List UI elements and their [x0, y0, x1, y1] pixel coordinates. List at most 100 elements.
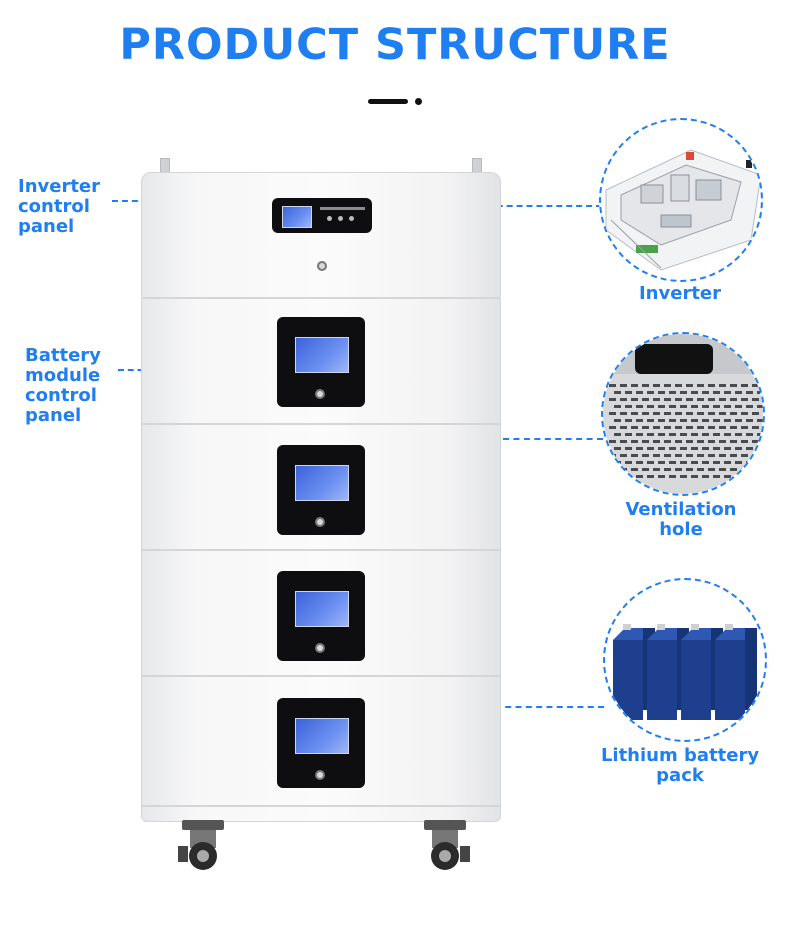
vent-slot [735, 475, 742, 478]
vent-slot [735, 461, 742, 464]
vent-slot [647, 405, 654, 408]
vent-slot [730, 384, 737, 387]
vent-slot [669, 461, 676, 464]
vent-slot [713, 461, 720, 464]
vent-slot [713, 391, 720, 394]
vent-slot [620, 468, 627, 471]
label-inverter-control-panel: Inverter control panel [18, 176, 101, 237]
vent-slot [724, 475, 731, 478]
vent-slot [697, 412, 704, 415]
vent-slot [675, 384, 682, 387]
vent-slot [708, 440, 715, 443]
vent-slot [752, 440, 759, 443]
vent-slot [631, 468, 638, 471]
vent-slot [735, 447, 742, 450]
vent-slot [625, 475, 632, 478]
vent-slot [686, 412, 693, 415]
vent-slot [636, 405, 643, 408]
vent-slot [708, 468, 715, 471]
battery-power-knob-3 [315, 643, 325, 653]
vent-slot [757, 433, 763, 436]
vent-slot [653, 398, 660, 401]
vent-slot [614, 419, 621, 422]
vent-slot [675, 454, 682, 457]
label-battery-module-control-panel: Battery module control panel [25, 345, 101, 426]
caster-wheel-right-icon [424, 820, 470, 870]
ventilation-zoom-circle [601, 332, 765, 496]
vent-slot [642, 468, 649, 471]
vent-slot [691, 447, 698, 450]
vent-slot [620, 384, 627, 387]
vent-slot [664, 454, 671, 457]
vent-slot [719, 412, 726, 415]
vent-slot [642, 412, 649, 415]
battery-control-panel-2 [277, 445, 365, 535]
vent-slot [669, 391, 676, 394]
vent-slot [631, 412, 638, 415]
vent-slot [702, 391, 709, 394]
vent-slot [653, 384, 660, 387]
vent-slot [757, 447, 763, 450]
vent-slot [609, 454, 616, 457]
vent-slot [658, 433, 665, 436]
vent-slot [746, 461, 753, 464]
vent-slot [741, 468, 748, 471]
vent-slot [719, 468, 726, 471]
vent-slot [614, 447, 621, 450]
vent-slot [746, 447, 753, 450]
battery-power-knob-1 [315, 389, 325, 399]
vent-slot [713, 433, 720, 436]
vent-slot [686, 398, 693, 401]
vent-slot [631, 384, 638, 387]
label-lithium-battery-pack: Lithium battery pack [600, 745, 760, 786]
vent-slot [724, 447, 731, 450]
vent-slot [735, 391, 742, 394]
vent-slot [697, 426, 704, 429]
battery-zoom-circle [603, 578, 767, 742]
vent-slot [686, 426, 693, 429]
inverter-lcd [282, 206, 312, 228]
battery-lcd-4 [295, 718, 349, 754]
battery-module-2 [141, 424, 501, 550]
vent-slot [708, 398, 715, 401]
vent-slot [625, 391, 632, 394]
vent-slot [642, 384, 649, 387]
vent-slot [680, 419, 687, 422]
vent-slot [746, 391, 753, 394]
battery-control-panel-3 [277, 571, 365, 661]
leader-ventilation [503, 438, 603, 440]
inverter-power-knob [317, 261, 327, 271]
vent-slot [647, 461, 654, 464]
vent-slot [713, 419, 720, 422]
inverter-control-panel [272, 198, 372, 233]
vent-slot [702, 475, 709, 478]
vent-slot [686, 454, 693, 457]
vent-slot [752, 384, 759, 387]
battery-cells-icon [613, 624, 757, 720]
vent-slot [675, 412, 682, 415]
vent-slot [614, 405, 621, 408]
vent-slot [658, 475, 665, 478]
vent-slot [653, 440, 660, 443]
vent-slot [724, 461, 731, 464]
vent-slot [636, 447, 643, 450]
vent-slot [669, 405, 676, 408]
vent-slot [708, 426, 715, 429]
vent-slot [642, 454, 649, 457]
vent-slot [625, 419, 632, 422]
vent-slot [735, 405, 742, 408]
vent-slot [636, 461, 643, 464]
vent-slot [757, 461, 763, 464]
vent-slot [757, 391, 763, 394]
inverter-internals-icon [605, 149, 761, 271]
vent-slot [631, 440, 638, 443]
vent-slot [757, 405, 763, 408]
battery-power-knob-4 [315, 770, 325, 780]
vent-slot [680, 391, 687, 394]
vent-slot [609, 468, 616, 471]
vent-slot [620, 398, 627, 401]
inverter-module [141, 172, 501, 298]
vent-slot [757, 419, 763, 422]
vent-slot [636, 475, 643, 478]
vent-slot [746, 419, 753, 422]
